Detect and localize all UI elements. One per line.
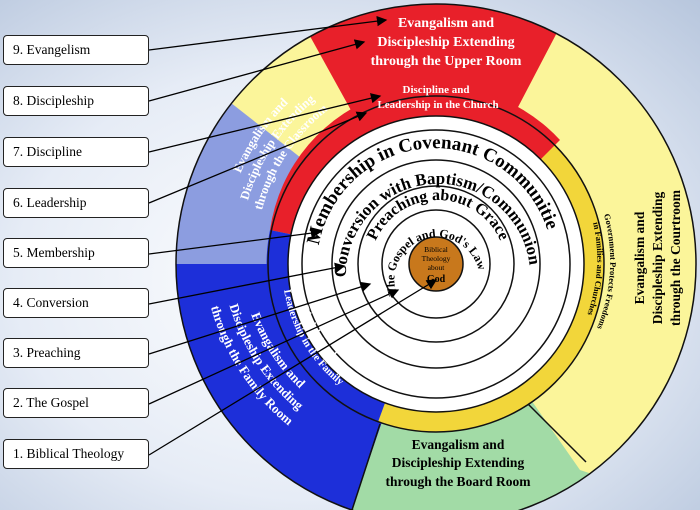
label-discipline: 7. Discipline (3, 137, 149, 167)
arrow-preaching (148, 281, 372, 355)
outer-boundary (175, 3, 697, 510)
board-room-line-3: through the Board Room (386, 474, 532, 489)
label-biblical-theology: 1. Biblical Theology (3, 439, 149, 469)
upper-room-text: Evangalism and Discipleship Extending th… (371, 16, 522, 69)
label-gospel: 2. The Gospel (3, 388, 149, 418)
board-room-line-2: Discipleship Extending (392, 455, 525, 470)
church-discipline-line-2: Leadership in the Church (377, 99, 498, 111)
arrow-membership (148, 228, 322, 255)
arrow-evangelism (148, 15, 388, 51)
center-line-1: Biblical (424, 245, 448, 254)
courtroom-line-3: through the Courtroom (668, 189, 683, 326)
center-circle (408, 236, 464, 292)
upper-room-line-2: Discipleship Extending (377, 35, 514, 50)
courtroom-line-1: Evangalism and (632, 211, 647, 304)
board-room-text: Evangalism and Discipleship Extending th… (386, 437, 532, 489)
label-discipleship: 8. Discipleship (3, 86, 149, 116)
center-line-2: Theology (422, 254, 451, 263)
arrow-discipleship (148, 39, 366, 102)
courtroom-text: Evangalism and Discipleship Extending th… (632, 189, 683, 326)
arrow-discipline (148, 93, 382, 153)
center-line-3: about (428, 263, 446, 272)
leader-arrows (148, 15, 438, 456)
divider-lines (351, 403, 587, 510)
label-evangelism: 9. Evangelism (3, 35, 149, 65)
label-membership: 5. Membership (3, 238, 149, 268)
label-leadership: 6. Leadership (3, 188, 149, 218)
board-room-line-1: Evangalism and (412, 437, 505, 452)
arrow-gospel (148, 289, 400, 405)
church-discipline-line-1: Discipline and (403, 84, 470, 96)
label-conversion: 4. Conversion (3, 288, 149, 318)
middle-boundary (267, 95, 605, 433)
upper-room-line-3: through the Upper Room (371, 54, 522, 69)
church-discipline-text: Discipline and Leadership in the Church (377, 84, 498, 111)
label-preaching: 3. Preaching (3, 338, 149, 368)
arrow-conversion (148, 262, 346, 305)
arrow-leadership (148, 111, 368, 204)
arrow-biblical-theology (148, 279, 438, 456)
courtroom-line-2: Discipleship Extending (650, 192, 665, 325)
upper-room-line-1: Evangalism and (398, 16, 494, 31)
